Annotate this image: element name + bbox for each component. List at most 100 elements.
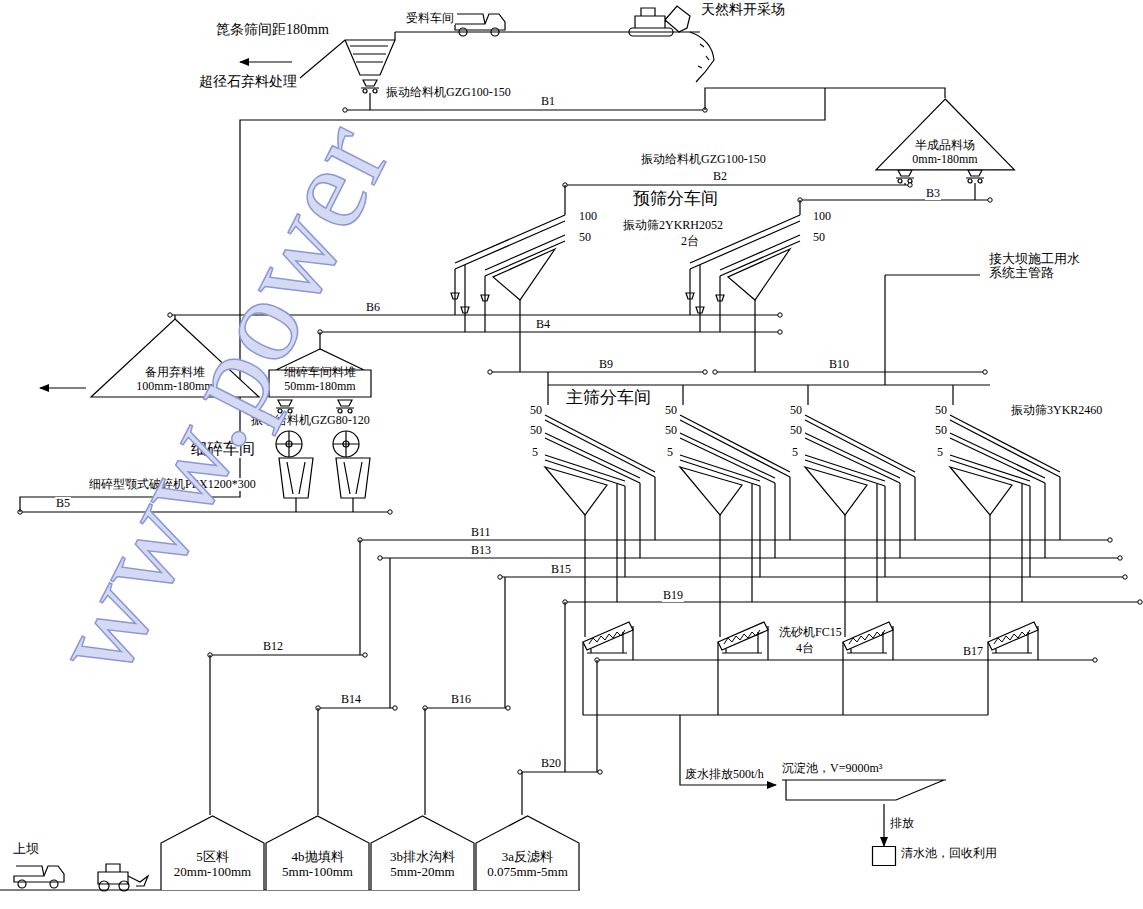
node-title: 沉淀池，V=9000m³ — [782, 762, 882, 776]
node-tri: 半成品料场0mm-180mm — [875, 98, 1015, 171]
text-label: 振动筛3YKR2460 — [1010, 404, 1103, 417]
receiving-station — [240, 61, 292, 62]
watermark: www.power — [30, 104, 410, 695]
text-label: 振动筛2YKRH2052 — [622, 219, 724, 232]
node-pool: 沉淀池，V=9000m³ — [778, 762, 948, 804]
node-label: 5区料20mm-100mm — [160, 850, 265, 880]
text-label: 50 — [529, 404, 543, 417]
vibrating-screen — [680, 415, 790, 637]
node-outline — [873, 847, 896, 866]
belt-conveyor — [520, 771, 600, 772]
text-label: B20 — [540, 757, 562, 770]
text-label: B11 — [470, 526, 492, 539]
vehicle — [14, 866, 64, 888]
text-label: 50 — [789, 424, 803, 437]
belt-conveyor — [360, 539, 1110, 540]
sand-washer — [583, 622, 633, 653]
vibrating-screen — [686, 215, 800, 372]
vibrating-screen — [451, 215, 1060, 637]
receiving-station — [629, 6, 690, 36]
vibrating-screen — [545, 415, 655, 637]
sand-washer — [718, 622, 768, 653]
feeder-symbol — [336, 400, 354, 413]
receiving-station — [300, 32, 700, 78]
node-label: 半成品料场0mm-180mm — [875, 139, 1015, 167]
text-label: 超径石弃料处理 — [198, 74, 298, 89]
node-label: 沉淀池，V=9000m³ — [782, 762, 882, 776]
text-label: 2台 — [680, 235, 700, 248]
node-label: 清水池，回收利用 — [901, 847, 997, 861]
flow-line — [583, 626, 1038, 715]
feeder-symbol — [276, 80, 984, 413]
text-label: 受料车间 — [405, 12, 455, 25]
node-size: 20mm-100mm — [174, 865, 251, 880]
jaw-crusher — [276, 431, 313, 498]
text-label: 5 — [936, 446, 944, 459]
text-label: B16 — [450, 693, 472, 706]
node-title: 5区料 — [196, 850, 229, 865]
text-label: 振动给料机GZG100-150 — [640, 153, 767, 166]
text-label: 上坝 — [12, 842, 40, 856]
receiving-station — [629, 6, 690, 36]
node-title: 4b抛填料 — [292, 850, 344, 865]
feeder-symbol — [966, 170, 984, 183]
node-outline — [872, 846, 896, 866]
vehicle — [14, 864, 148, 891]
text-label: 100 — [578, 210, 598, 223]
node-title: 清水池，回收利用 — [901, 847, 997, 861]
text-label: B12 — [262, 640, 284, 653]
flow-arrow — [883, 804, 884, 846]
text-label: 50 — [812, 231, 826, 244]
node-outline — [876, 99, 1014, 170]
text-label: 50 — [664, 404, 678, 417]
text-label: B2 — [712, 170, 728, 183]
belt-conveyor — [320, 331, 780, 332]
text-label: 50 — [934, 424, 948, 437]
text-label: 主筛分车间 — [565, 389, 652, 408]
text-label: 50 — [529, 424, 543, 437]
belt-conveyor — [715, 371, 985, 372]
belt-conveyor — [565, 601, 1140, 602]
vehicle — [98, 864, 148, 891]
text-label: 4台 — [795, 642, 815, 655]
node-label: 3a反滤料0.075mm-5mm — [475, 850, 580, 880]
text-label: B3 — [925, 187, 941, 200]
belt-conveyor — [500, 576, 1125, 577]
node-outline — [782, 780, 946, 800]
vibrating-screen — [950, 415, 1060, 637]
node-box: 清水池，回收利用 — [872, 846, 896, 866]
belt-conveyor — [597, 659, 1095, 660]
text-label: B1 — [540, 95, 556, 108]
text-label: 5 — [791, 446, 799, 459]
edge-label: 排放 — [890, 817, 914, 830]
node-outline — [476, 816, 579, 890]
flow-line — [210, 540, 597, 815]
node-bin: 5区料20mm-100mm — [160, 815, 265, 890]
node-size: 5mm-100mm — [282, 865, 353, 880]
text-label: 5 — [531, 446, 539, 459]
flow-line — [0, 88, 1038, 890]
sand-washer — [988, 622, 1038, 653]
belt-conveyor — [565, 184, 910, 185]
belt-conveyor — [490, 371, 705, 372]
text-label: 50 — [664, 424, 678, 437]
receiving-station — [690, 32, 714, 82]
node-title: 3b排水沟料 — [390, 850, 455, 865]
text-label: B14 — [340, 693, 362, 706]
text-label: 50 — [789, 404, 803, 417]
vibrating-screen — [451, 215, 565, 372]
node-bin: 3a反滤料0.075mm-5mm — [475, 815, 580, 890]
text-label: 50 — [578, 231, 592, 244]
text-label: 50 — [934, 404, 948, 417]
text-label: B6 — [365, 301, 381, 314]
text-label: 洗砂机FC15 — [778, 626, 843, 639]
flow-line — [548, 275, 990, 405]
node-outline — [161, 816, 264, 890]
node-title: 半成品料场 — [915, 139, 975, 153]
node-bin: 3b排水沟料5mm-20mm — [370, 815, 475, 890]
belt-conveyor — [318, 707, 395, 708]
text-label: B10 — [828, 358, 850, 371]
flow-line — [680, 715, 776, 785]
node-size: 0.075mm-5mm — [487, 865, 568, 880]
